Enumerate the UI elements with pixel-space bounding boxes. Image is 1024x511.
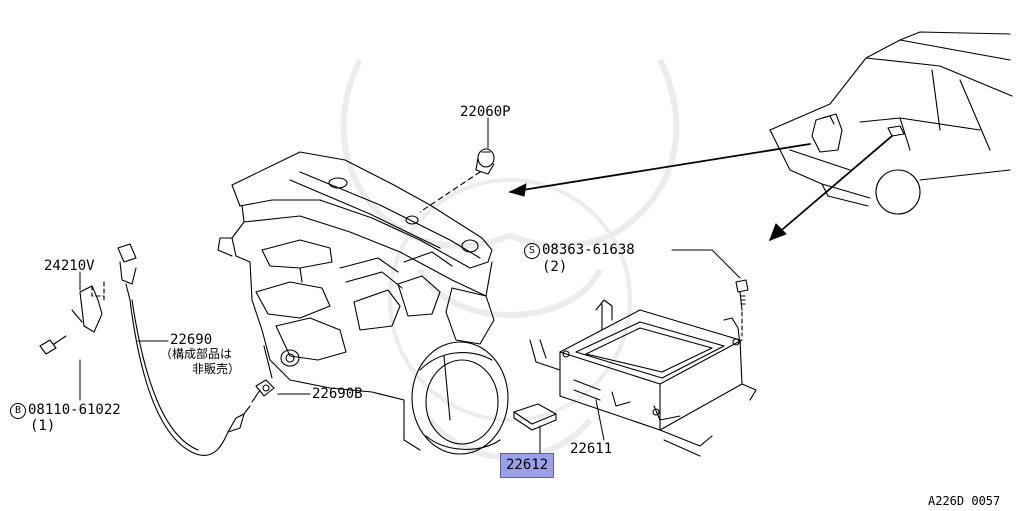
vehicle-drawing <box>769 31 1013 215</box>
plate-22612-drawing <box>513 403 557 431</box>
engine-drawing <box>217 151 509 455</box>
part-label-22060P[interactable]: 22060P <box>460 104 511 120</box>
sensor-22060P-drawing <box>419 148 495 213</box>
part-label-22690[interactable]: 22690 <box>170 332 213 348</box>
part-label-24210V[interactable]: 24210V <box>44 258 95 274</box>
ecu-22611-drawing <box>529 279 757 457</box>
part-label-22690B[interactable]: 22690B <box>312 386 363 402</box>
part-highlight-22612 <box>500 453 554 478</box>
part-qty-08363: (2) <box>542 259 568 275</box>
part-number: 08363-61638 <box>542 242 635 258</box>
standard-part-icon: S <box>524 243 540 259</box>
pointer-arrows <box>509 135 893 241</box>
figure-code: A226D 0057 <box>928 494 1001 508</box>
leader-lines <box>79 117 741 459</box>
part-label-22611[interactable]: 22611 <box>570 441 613 457</box>
bolt-part-icon: B <box>10 403 26 419</box>
part-number: 08110-61022 <box>28 402 121 418</box>
part-label-22612[interactable]: 22612 <box>506 457 549 473</box>
part-note-22690-line1: （構成部品は <box>160 347 233 361</box>
harness-22690-drawing <box>39 243 275 456</box>
part-qty-08110: (1) <box>30 418 56 434</box>
watermark-emblem <box>340 58 680 461</box>
part-note-22690-line2: 非販売） <box>192 362 241 376</box>
